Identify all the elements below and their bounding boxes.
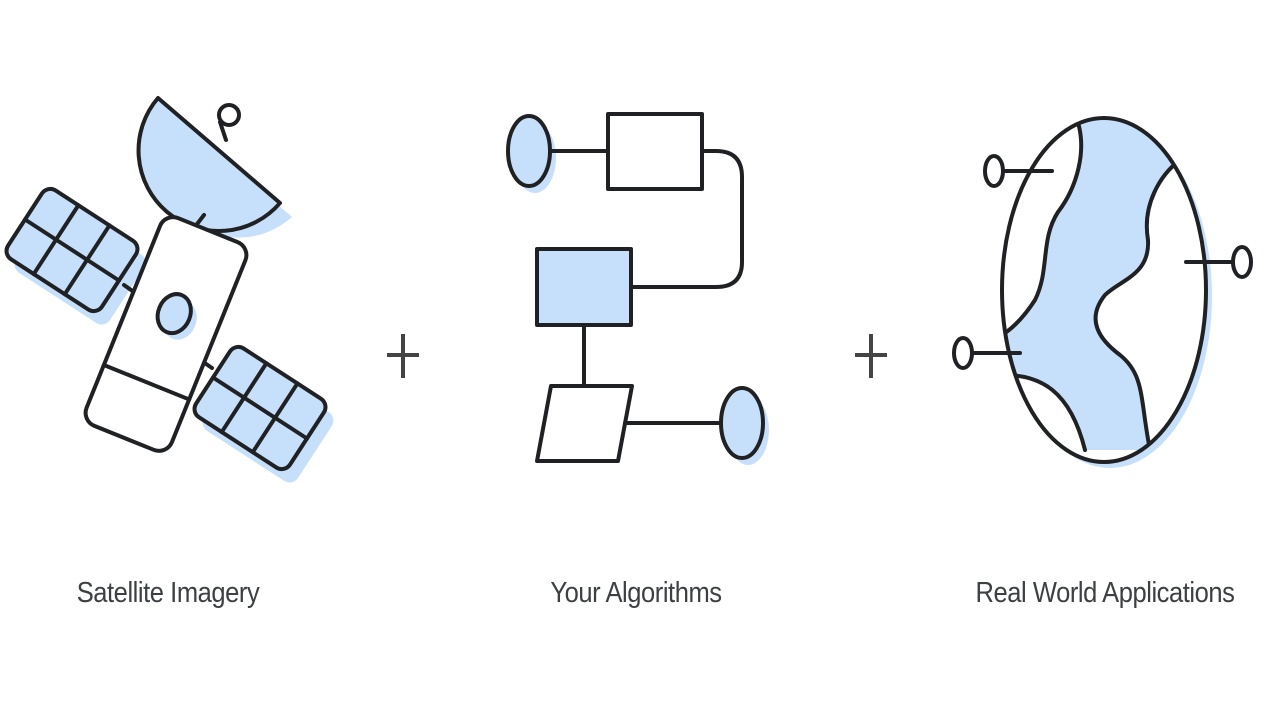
flowchart-process-box	[606, 112, 704, 191]
caption-real-world-applications: Real World Applications	[975, 577, 1235, 609]
flowchart-data-box	[535, 247, 633, 327]
flowchart-start-node	[506, 114, 556, 193]
plus-icon	[387, 334, 419, 378]
flowchart-icon	[506, 112, 769, 465]
satellite-left-panel	[4, 186, 146, 325]
plus-icon	[855, 334, 887, 378]
satellite-dish	[136, 96, 292, 238]
globe-pin-bottom-left	[952, 336, 1022, 370]
satellite-right-panel	[192, 344, 334, 483]
globe-pin-right	[1184, 245, 1253, 279]
satellite-icon	[4, 96, 334, 483]
caption-satellite-imagery: Satellite Imagery	[76, 577, 260, 609]
globe-pin-top-left	[983, 154, 1054, 188]
flowchart-end-node	[719, 386, 769, 465]
flowchart-io-shape	[535, 384, 634, 463]
globe-icon	[952, 116, 1253, 468]
caption-your-algorithms: Your Algorithms	[550, 577, 722, 609]
satellite-body	[83, 215, 249, 453]
